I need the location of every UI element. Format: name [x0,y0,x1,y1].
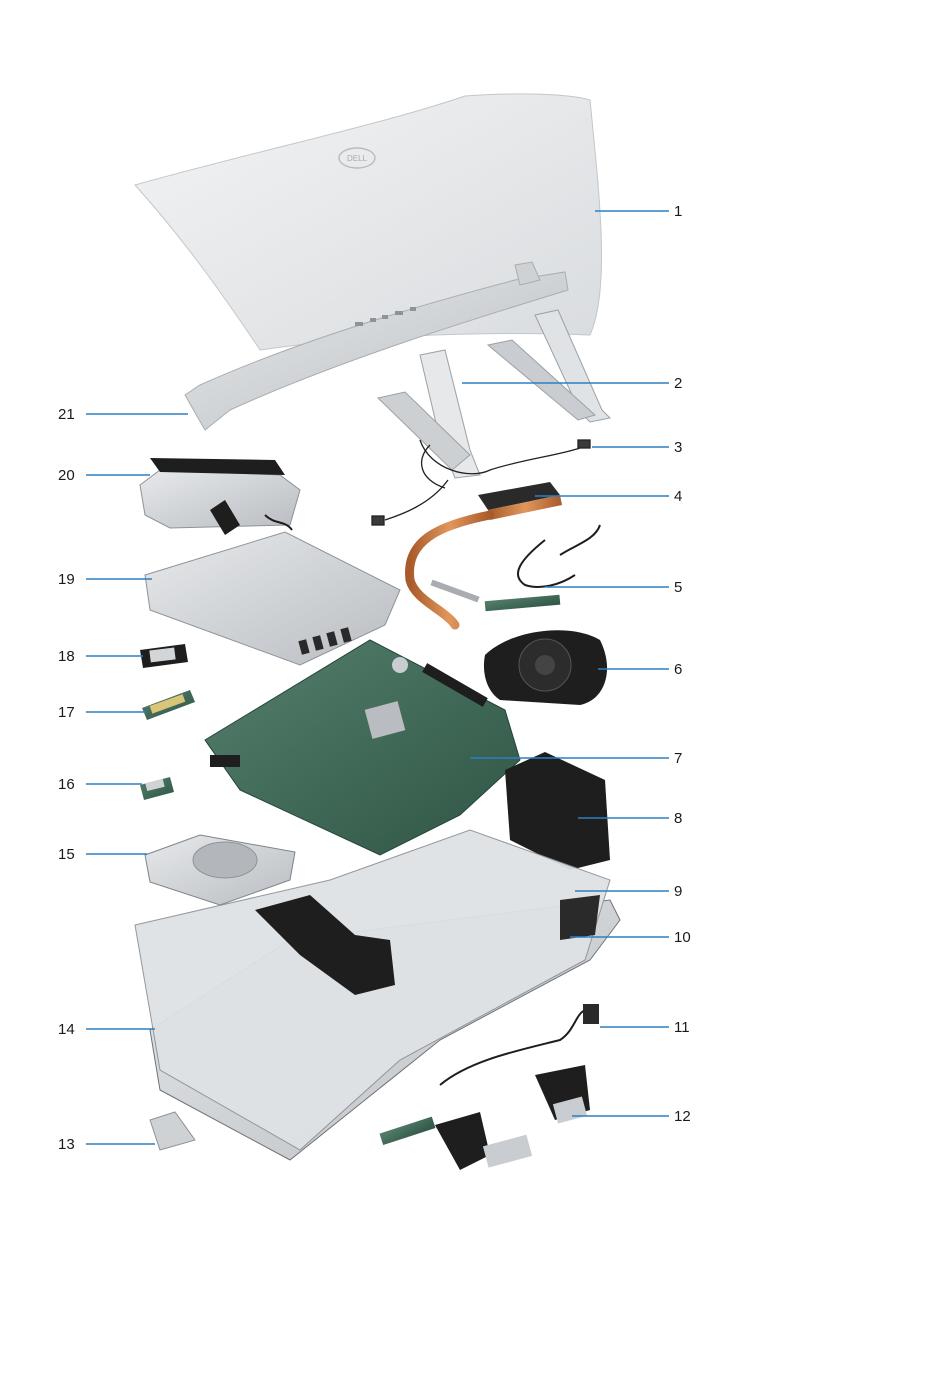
antenna-cables [372,440,590,525]
callout-7: 7 [674,750,682,767]
solid-state-drive [140,644,188,668]
callout-13: 13 [58,1136,75,1153]
callout-14: 14 [58,1021,75,1038]
callout-11: 11 [674,1019,690,1036]
callout-18: 18 [58,648,75,665]
callout-21: 21 [58,406,75,423]
callout-9: 9 [674,883,682,900]
hinges [379,1065,590,1170]
callout-8: 8 [674,810,682,827]
callout-1: 1 [674,203,682,220]
dell-logo-text: DELL [347,154,368,163]
back-cover: DELL [135,94,602,350]
callout-16: 16 [58,776,75,793]
callout-20: 20 [58,467,75,484]
camera [150,1112,195,1150]
memory-module [142,690,195,720]
callout-3: 3 [674,439,682,456]
callout-4: 4 [674,488,682,505]
fan [484,630,607,705]
system-board [205,640,520,855]
wireless-card [140,777,174,800]
power-button-board [485,525,600,611]
callout-15: 15 [58,846,75,863]
callout-2: 2 [674,375,682,392]
optical-drive-bracket [140,458,300,535]
callout-6: 6 [674,661,682,678]
callout-19: 19 [58,571,75,588]
callout-10: 10 [674,929,691,946]
callout-12: 12 [674,1108,691,1125]
callout-5: 5 [674,579,682,596]
callout-17: 17 [58,704,75,721]
